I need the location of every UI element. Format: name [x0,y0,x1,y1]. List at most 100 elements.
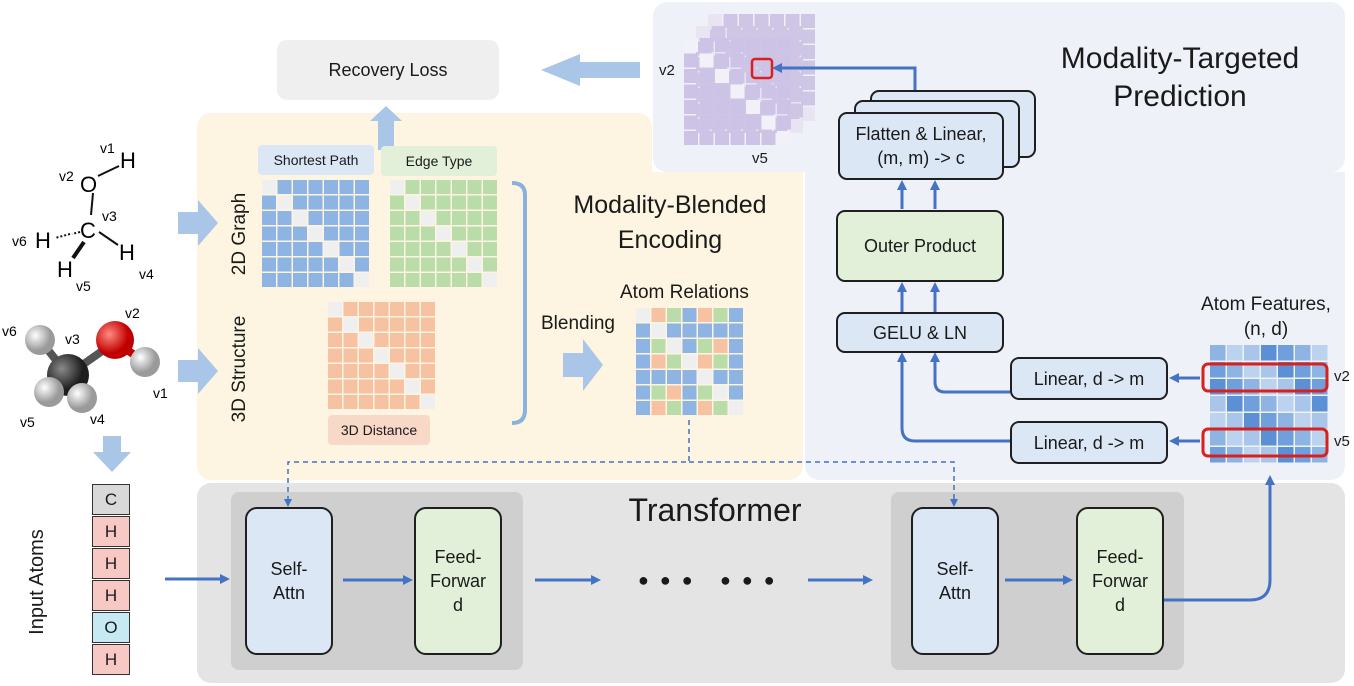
input-atom: H [92,548,130,579]
grid-cell [801,107,815,121]
grid-cell [715,131,729,145]
grid-cell [770,14,784,28]
grid-cell [723,14,738,28]
grid-cell [667,354,681,369]
grid-cell [293,273,307,287]
distance-3d-tag: 3D Distance [328,415,430,445]
grid-cell [483,211,497,225]
grid-cell [262,257,276,272]
grid-cell [483,257,497,272]
grid-cell [777,38,791,52]
grid-cell [390,379,404,394]
grid-cell [1210,396,1226,412]
grid-cell [699,84,714,99]
grid-cell [390,195,404,210]
prediction-title: Modality-Targeted Prediction [1060,42,1300,113]
grid-cell [746,84,760,99]
grid-cell [405,317,420,332]
grid-cell [789,119,803,133]
grid-cell [699,38,714,52]
grid-cell [374,379,389,394]
grid-cell [1227,413,1243,429]
grid-cell [390,395,404,409]
grid-cell [761,38,776,52]
grid-cell [293,226,307,241]
grid-cell [390,242,404,256]
grid-cell [730,53,745,68]
grid-cell [667,401,681,415]
grid-cell [421,395,435,409]
grid-cell [355,226,369,241]
grid-cell [729,354,743,369]
grid-cell [746,115,760,130]
grid-cell [262,273,276,287]
ellipsis-a: ● ● ● [638,570,696,590]
grid-cell [715,38,729,52]
grid-cell [328,379,342,394]
grid-cell [359,379,373,394]
grid-cell [308,273,323,287]
grid-cell [339,195,354,210]
h-v6: H [35,228,51,253]
grid-cell [405,364,420,378]
grid-cell [801,29,815,44]
arrow-down-input [93,436,131,472]
svg-text:v6: v6 [2,323,17,339]
grid-cell [1295,430,1311,446]
grid-cell [405,348,420,363]
grid-cell [343,395,358,409]
encoding-title: Modality-Blended Encoding [573,191,767,254]
grid-cell [739,14,753,28]
grid-cell [421,226,435,241]
grid-cell [682,354,697,369]
svg-text:v5: v5 [20,414,35,430]
grid-cell [696,26,710,40]
grid-cell [761,84,776,99]
grid-cell [1227,396,1243,412]
grid-cell [452,211,466,225]
grid-cell [483,226,497,241]
grid-cell [483,195,497,210]
grid-cell [1312,430,1328,446]
molecule-2d [54,165,120,260]
grid-cell [328,364,342,378]
arrow-2d-graph [178,200,218,246]
grid-cell [1261,413,1277,429]
grid-cell [715,53,729,68]
grid-cell [713,323,728,338]
grid-cell [682,401,697,415]
grid-cell [651,323,666,338]
grid-cell [339,211,354,225]
grid-cell [355,180,369,194]
grid-cell [339,273,354,287]
grid-cell [713,370,728,384]
grid-cell [636,354,650,369]
grid-cell [308,195,323,210]
svg-text:v5: v5 [76,278,91,294]
grid-cell [262,226,276,241]
transformer-title: Transformer [628,492,802,528]
grid-cell [343,379,358,394]
grid-cell [324,226,338,241]
grid-cell [636,401,650,415]
grid-cell [359,317,373,332]
h-v5: H [57,257,73,282]
grid-cell [777,100,791,114]
grid-cell [359,364,373,378]
molecule-3d [25,321,160,413]
grid-cell [636,385,650,400]
grid-cell [761,131,776,145]
grid-cell [730,38,745,52]
grid-cell [785,14,800,28]
grid-cell [436,242,451,256]
grid-cell [758,26,772,40]
grid-cell [277,226,292,241]
grid-cell [715,84,729,99]
h-v4: H [119,240,135,265]
grid-cell [277,242,292,256]
grid-cell [390,348,404,363]
grid-cell [684,84,698,99]
atom-features-label: Atom Features, (n, d) [1201,294,1331,340]
grid-cell [1312,413,1328,429]
grid-cell [801,14,815,28]
